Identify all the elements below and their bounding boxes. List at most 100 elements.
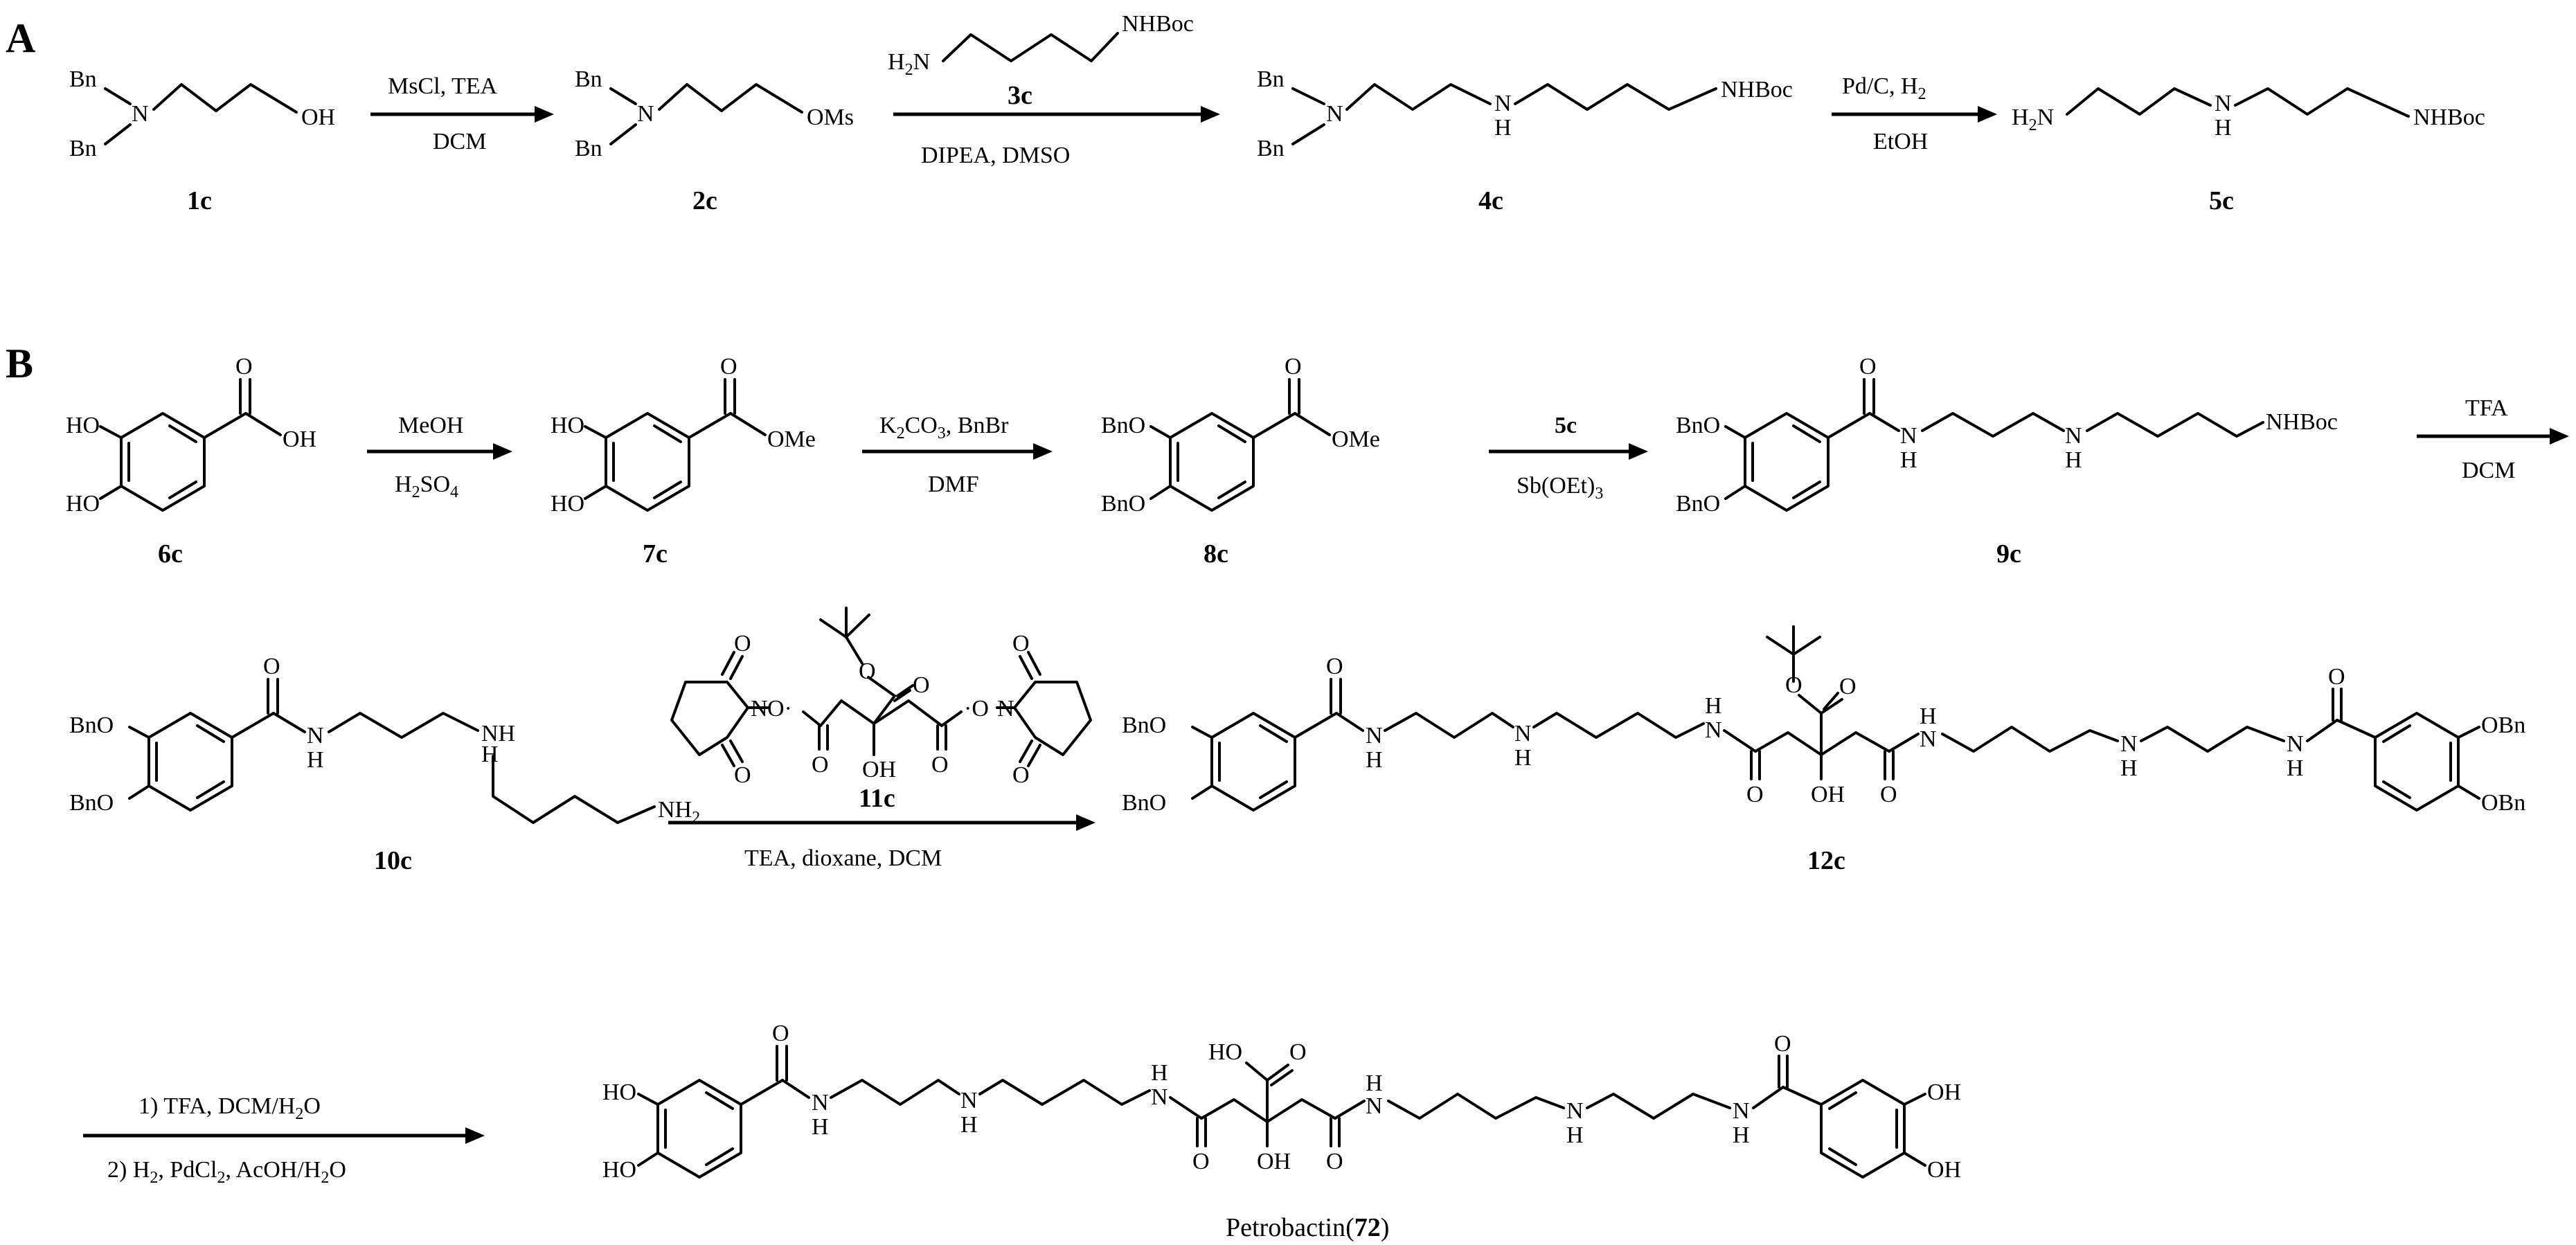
atom-o: O: [1774, 1031, 1791, 1057]
atom-nhboc: NHBoc: [2266, 409, 2338, 435]
atom-h: H: [1366, 1071, 1383, 1096]
reaction-arrow-9: [83, 1127, 485, 1144]
compound-number-1c: 1c: [187, 186, 212, 215]
compound-8c: O OMe BnO BnO 8c: [1101, 354, 1380, 568]
atom-o: O: [812, 752, 829, 778]
atom-bn: Bn: [1257, 136, 1285, 161]
atom-bno: BnO: [1676, 491, 1720, 517]
atom-o: O: [931, 752, 949, 778]
compound-11c: O O N O· O O O OH O ·O N O O 11c: [670, 607, 1092, 813]
compound-number-5c: 5c: [2209, 186, 2234, 215]
condition-r6-catalyst: Sb(OEt)3: [1517, 473, 1603, 503]
atom-h: H: [307, 747, 324, 773]
atom-n: N: [997, 696, 1014, 722]
atom-ho: HO: [551, 491, 584, 517]
atom-h: H: [1566, 1122, 1584, 1148]
atom-o: O: [720, 354, 737, 379]
atom-ho: HO: [551, 413, 584, 438]
reaction-arrow-5: [862, 443, 1053, 460]
atom-o: O: [1859, 354, 1877, 379]
atom-h: H: [2120, 755, 2138, 781]
panel-label-b: B: [6, 341, 33, 386]
atom-bno: BnO: [1122, 790, 1166, 816]
atom-n: N: [2287, 731, 2304, 757]
reaction-arrow-6: [1489, 443, 1648, 460]
atom-n: N: [751, 696, 768, 722]
compound-number-11c: 11c: [859, 784, 895, 813]
atom-n: N: [132, 101, 149, 127]
compound-number-8c: 8c: [1204, 539, 1228, 568]
atom-o: O: [1326, 654, 1343, 679]
compound-7c: O OMe HO HO 7c: [551, 354, 816, 568]
atom-n: N: [1326, 101, 1343, 127]
atom-nhboc: NHBoc: [1721, 77, 1793, 102]
condition-r8-solvent: TEA, dioxane, DCM: [744, 845, 942, 871]
atom-n: N: [2215, 91, 2232, 116]
atom-o: O: [734, 631, 751, 656]
compound-3c: H2N NHBoc 3c: [888, 11, 1194, 110]
reaction-arrow-3: [1832, 106, 1997, 123]
atom-o: O: [1880, 782, 1897, 807]
atom-nhboc: NHBoc: [2413, 105, 2485, 130]
atom-n: N: [1566, 1098, 1584, 1124]
condition-r2-solvent: DIPEA, DMSO: [921, 143, 1070, 168]
atom-h2n: H2N: [2012, 105, 2054, 134]
condition-r1-reagents: MsCl, TEA: [388, 73, 498, 99]
atom-n: N: [1920, 726, 1937, 752]
atom-h2n: H2N: [888, 49, 930, 79]
compound-number-9c: 9c: [1996, 539, 2021, 568]
condition-r4-acid: H2SO4: [395, 472, 458, 501]
atom-oh: OH: [1927, 1080, 1961, 1105]
atom-bno: BnO: [1676, 413, 1720, 438]
atom-obn: OBn: [2481, 790, 2525, 816]
compound-number-7c: 7c: [643, 539, 668, 568]
atom-o: O: [1746, 782, 1764, 807]
atom-bno: BnO: [1122, 713, 1166, 738]
atom-o: O: [235, 354, 253, 379]
atom-o: O: [263, 654, 280, 679]
condition-r1-solvent: DCM: [433, 129, 486, 154]
atom-bno: BnO: [69, 790, 114, 816]
atom-n: N: [2065, 423, 2082, 449]
atom-n: N: [2120, 731, 2138, 757]
atom-ho: HO: [1208, 1039, 1242, 1065]
atom-oh: OH: [1811, 782, 1845, 807]
compound-number-2c: 2c: [692, 186, 717, 215]
atom-n: N: [637, 101, 654, 127]
atom-h: H: [1514, 745, 1532, 771]
atom-h: H: [2065, 447, 2082, 473]
reaction-arrow-4: [367, 443, 512, 460]
condition-r3-reagents: Pd/C, H2: [1842, 73, 1926, 103]
compound-12c: O N H N H H N O OH O O O H N N H N H O O…: [1122, 625, 2525, 875]
atom-oh: OH: [862, 757, 896, 782]
atom-bno: BnO: [1101, 413, 1145, 438]
reaction-arrow-7: [2417, 428, 2569, 445]
atom-n: N: [1366, 1093, 1383, 1119]
compound-number-10c: 10c: [374, 846, 412, 875]
atom-o: O: [2328, 664, 2345, 690]
atom-h: H: [1900, 447, 1917, 473]
atom-o: O: [772, 1021, 789, 1046]
compound-5c: H2N N H NHBoc 5c: [2012, 87, 2485, 215]
atom-h: H: [481, 742, 499, 767]
compound-4c: Bn Bn N N H NHBoc 4c: [1257, 66, 1793, 215]
compound-6c: O OH HO HO 6c: [66, 354, 316, 568]
atom-h: H: [1920, 704, 1937, 729]
atom-ho: HO: [66, 413, 100, 438]
panel-label-a: A: [6, 15, 35, 61]
atom-h: H: [1494, 115, 1512, 141]
atom-dot-o: ·O: [964, 696, 989, 722]
atom-h: H: [1733, 1122, 1750, 1148]
atom-n: N: [1151, 1084, 1168, 1110]
atom-ho: HO: [602, 1157, 636, 1183]
atom-h: H: [1705, 693, 1722, 719]
atom-h: H: [2215, 115, 2232, 141]
atom-o: O: [1012, 631, 1030, 656]
condition-r9-step2: 2) H2, PdCl2, AcOH/H2O: [107, 1157, 346, 1187]
condition-r9-step1: 1) TFA, DCM/H2O: [138, 1093, 321, 1123]
atom-bn: Bn: [575, 136, 602, 161]
reaction-arrow-8: [668, 814, 1095, 831]
atom-o: O: [1785, 672, 1803, 698]
atom-ome: OMe: [1332, 427, 1380, 452]
